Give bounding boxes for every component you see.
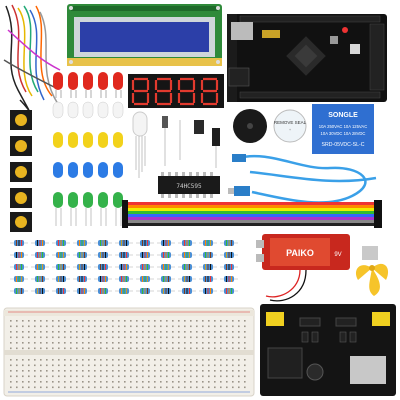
- resistor-icon: [178, 240, 196, 246]
- buzzer-passive: REMOVE SEAL +: [273, 109, 307, 143]
- ribbon-cable: [122, 200, 382, 228]
- resistor-icon: [136, 264, 154, 270]
- resistor-icon: [178, 252, 196, 258]
- resistor-icon: [10, 264, 28, 270]
- resistor-icon: [157, 264, 175, 270]
- resistor-icon: [52, 288, 70, 294]
- resistor-icon: [31, 276, 49, 282]
- jumper-wire-bundle-icon: [3, 4, 61, 111]
- resistor-icon: [73, 252, 91, 258]
- resistor-icon: [199, 276, 217, 282]
- relay-module: SONGLE 10A 250VAC 10A 125VAC 10A 30VDC 1…: [312, 104, 374, 154]
- seven-segment-display: [128, 74, 224, 108]
- led-icon: [68, 72, 78, 90]
- resistor-icon: [52, 252, 70, 258]
- relay-rating-2: 10A 30VDC 10A 28VDC: [321, 131, 366, 136]
- resistor-icon: [10, 240, 28, 246]
- rgb-led: [132, 111, 148, 178]
- battery-brand: PAIKO: [286, 248, 314, 258]
- resistor-icon: [220, 264, 238, 270]
- resistor-icon: [220, 288, 238, 294]
- resistor-icon: [220, 240, 238, 246]
- resistor-icon: [31, 288, 49, 294]
- push-button-icon: [10, 136, 32, 156]
- potentiometer-icon: [194, 120, 220, 168]
- resistor-icon: [10, 252, 28, 258]
- lcd-module: [67, 4, 222, 66]
- resistor-icon: [52, 240, 70, 246]
- resistor-icon: [31, 264, 49, 270]
- resistor-icon: [94, 264, 112, 270]
- resistor-icon: [220, 276, 238, 282]
- battery-9v: PAIKO 9V: [256, 234, 350, 302]
- resistor-icon: [157, 252, 175, 258]
- battery-voltage: 9V: [334, 252, 341, 258]
- resistor-icon: [178, 288, 196, 294]
- push-button-icon: [10, 212, 32, 232]
- resistor-icon: [52, 264, 70, 270]
- led-icon: [113, 72, 123, 90]
- ic-chip: 74HC595: [158, 172, 220, 198]
- relay-rating-1: 10A 250VAC 10A 125VAC: [319, 124, 368, 129]
- led-icon: [53, 72, 63, 90]
- resistor-icon: [31, 252, 49, 258]
- resistor-icon: [52, 276, 70, 282]
- push-button-icon: [10, 110, 32, 130]
- relay-brand: SONGLE: [328, 112, 358, 119]
- resistor-icon: [115, 288, 133, 294]
- resistor-icon: [199, 252, 217, 258]
- resistor-icon: [94, 288, 112, 294]
- resistor-icon: [136, 276, 154, 282]
- resistor-icon: [10, 276, 28, 282]
- resistor-icon: [94, 252, 112, 258]
- breadboard: [3, 307, 255, 397]
- resistor-icon: [136, 240, 154, 246]
- resistor-icon: [157, 288, 175, 294]
- red-led-row: [53, 72, 123, 98]
- push-button-icon: [10, 188, 32, 208]
- resistor-icon: [136, 252, 154, 258]
- resistor-icon: [157, 276, 175, 282]
- resistor-icon: [115, 240, 133, 246]
- resistor-icon: [115, 264, 133, 270]
- resistor-icon: [73, 264, 91, 270]
- resistor-icon: [157, 240, 175, 246]
- push-button-column: [10, 110, 32, 232]
- buzzer-seal-label: REMOVE SEAL: [274, 120, 307, 125]
- resistor-icon: [199, 288, 217, 294]
- resistor-icon: [199, 264, 217, 270]
- dc-motor-fan: [355, 246, 389, 296]
- power-supply-module: [260, 304, 396, 396]
- resistor-icon: [94, 276, 112, 282]
- resistor-icon: [178, 276, 196, 282]
- resistor-icon: [73, 276, 91, 282]
- resistor-icon: [73, 288, 91, 294]
- resistor-icon: [115, 252, 133, 258]
- led-grid: [52, 101, 124, 226]
- sensor-component: [162, 116, 181, 166]
- ic-chip-label: 74HC595: [176, 183, 202, 190]
- resistor-field: [10, 240, 238, 294]
- resistor-icon: [199, 240, 217, 246]
- breadboard-holes: [10, 320, 246, 389]
- resistor-icon: [10, 288, 28, 294]
- resistor-icon: [73, 240, 91, 246]
- led-icon: [98, 72, 108, 90]
- mega-board: [227, 14, 387, 102]
- buzzer: [233, 109, 267, 143]
- push-button-icon: [10, 162, 32, 182]
- resistor-icon: [178, 264, 196, 270]
- svg-text:+: +: [289, 127, 292, 132]
- resistor-icon: [136, 288, 154, 294]
- resistor-icon: [31, 240, 49, 246]
- resistor-icon: [94, 240, 112, 246]
- resistor-icon: [220, 252, 238, 258]
- usb-cable: [228, 154, 377, 204]
- led-icon: [83, 72, 93, 90]
- relay-model: SRD-05VDC-SL-C: [322, 142, 365, 148]
- resistor-icon: [115, 276, 133, 282]
